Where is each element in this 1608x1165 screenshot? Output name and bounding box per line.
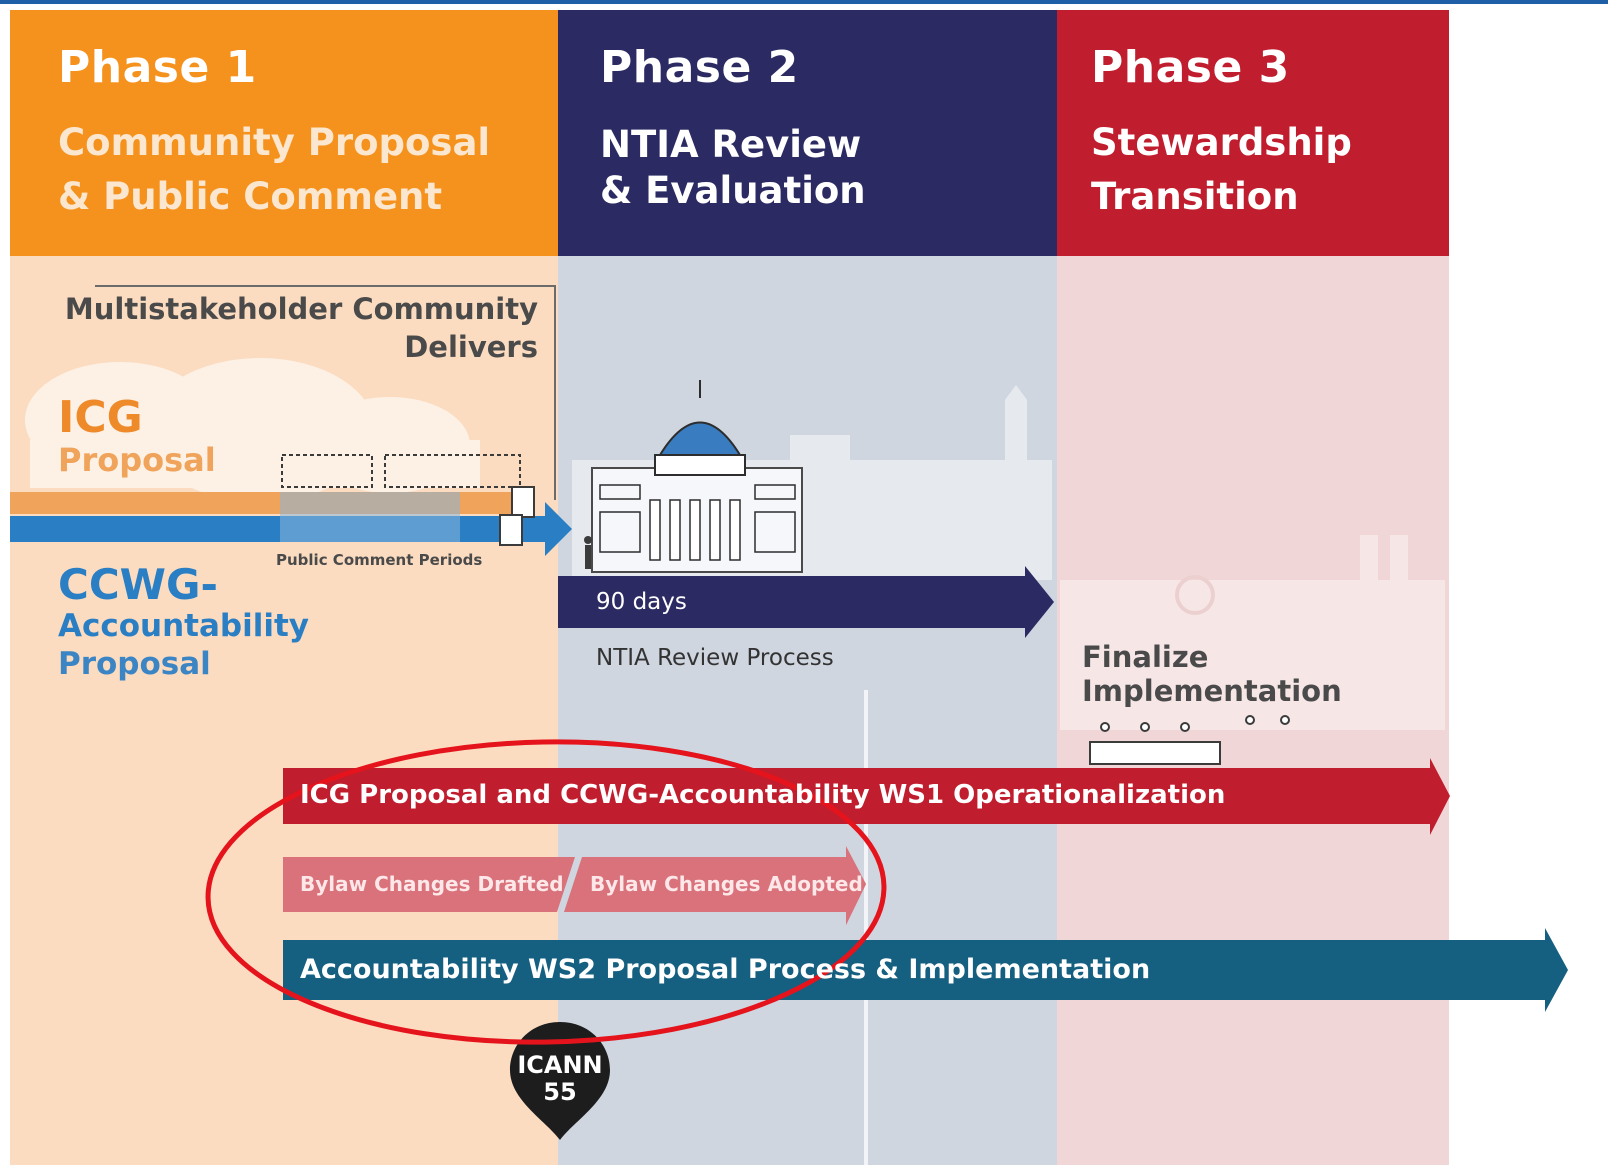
phase-1-header: Phase 1 Community Proposal & Public Comm…: [10, 10, 558, 256]
industrial-skyline-icon: [1060, 535, 1445, 730]
ws1-arrow: [283, 758, 1450, 835]
icg-subtitle: Proposal: [58, 441, 216, 479]
ninety-days-arrow: [558, 566, 1054, 638]
capitol-building-icon: [591, 380, 803, 573]
phase-3-subtitle: Stewardship Transition: [1091, 121, 1352, 218]
ninety-days-label: 90 days: [596, 589, 687, 615]
document-icon: [499, 486, 535, 546]
bylaw-drafted-arrow: [283, 857, 575, 912]
icann-marker-line1: ICANN: [517, 1051, 603, 1079]
ccwg-title: CCWG-: [58, 560, 218, 609]
phase-2-column: Phase 2 NTIA Review & Evaluation: [558, 10, 1057, 1165]
phase-3-header: Phase 3 Stewardship Transition: [1057, 10, 1449, 256]
ccwg-blue-arrow: [10, 492, 572, 556]
phase-2-header: Phase 2 NTIA Review & Evaluation: [558, 10, 1057, 256]
bylaw-drafted-label: Bylaw Changes Drafted: [300, 872, 564, 896]
ws2-arrow: [283, 928, 1568, 1012]
phase-1-subtitle: Community Proposal & Public Comment: [58, 121, 491, 218]
person-standing-icon: [584, 536, 592, 569]
public-comment-label: Public Comment Periods: [276, 551, 483, 569]
icann-55-marker-icon: [510, 1022, 610, 1140]
delivers-bracket-line: [95, 285, 556, 500]
bylaw-adopted-arrow: [564, 846, 866, 925]
finalize-implementation-label: Finalize Implementation: [1082, 640, 1342, 708]
phase-2-title: Phase 2: [600, 42, 799, 93]
phase-2-body: [558, 256, 1057, 1165]
ntia-review-process-label: NTIA Review Process: [596, 645, 834, 671]
highlight-circle: [205, 739, 887, 1045]
icann-marker-line2: 55: [543, 1078, 577, 1106]
community-people-icon: [281, 454, 521, 488]
bylaw-adopted-label: Bylaw Changes Adopted: [590, 872, 863, 896]
icg-title: ICG: [58, 392, 143, 443]
ccwg-proposal-label: Proposal: [58, 646, 211, 682]
top-border-line: [0, 0, 1608, 4]
delivers-label: Multistakeholder Community Delivers: [64, 292, 538, 364]
phase-3-title: Phase 3: [1091, 42, 1290, 93]
cloud-icon: [25, 358, 480, 502]
ws1-label: ICG Proposal and CCWG-Accountability WS1…: [300, 780, 1226, 810]
phase-2-divider-line: [864, 690, 868, 1165]
ccwg-accountability-label: Accountability: [58, 608, 310, 644]
phase-2-subtitle: NTIA Review & Evaluation: [600, 123, 866, 212]
phase-1-title: Phase 1: [58, 42, 257, 93]
ws2-label: Accountability WS2 Proposal Process & Im…: [300, 954, 1151, 985]
workers-icon: [1089, 715, 1290, 765]
